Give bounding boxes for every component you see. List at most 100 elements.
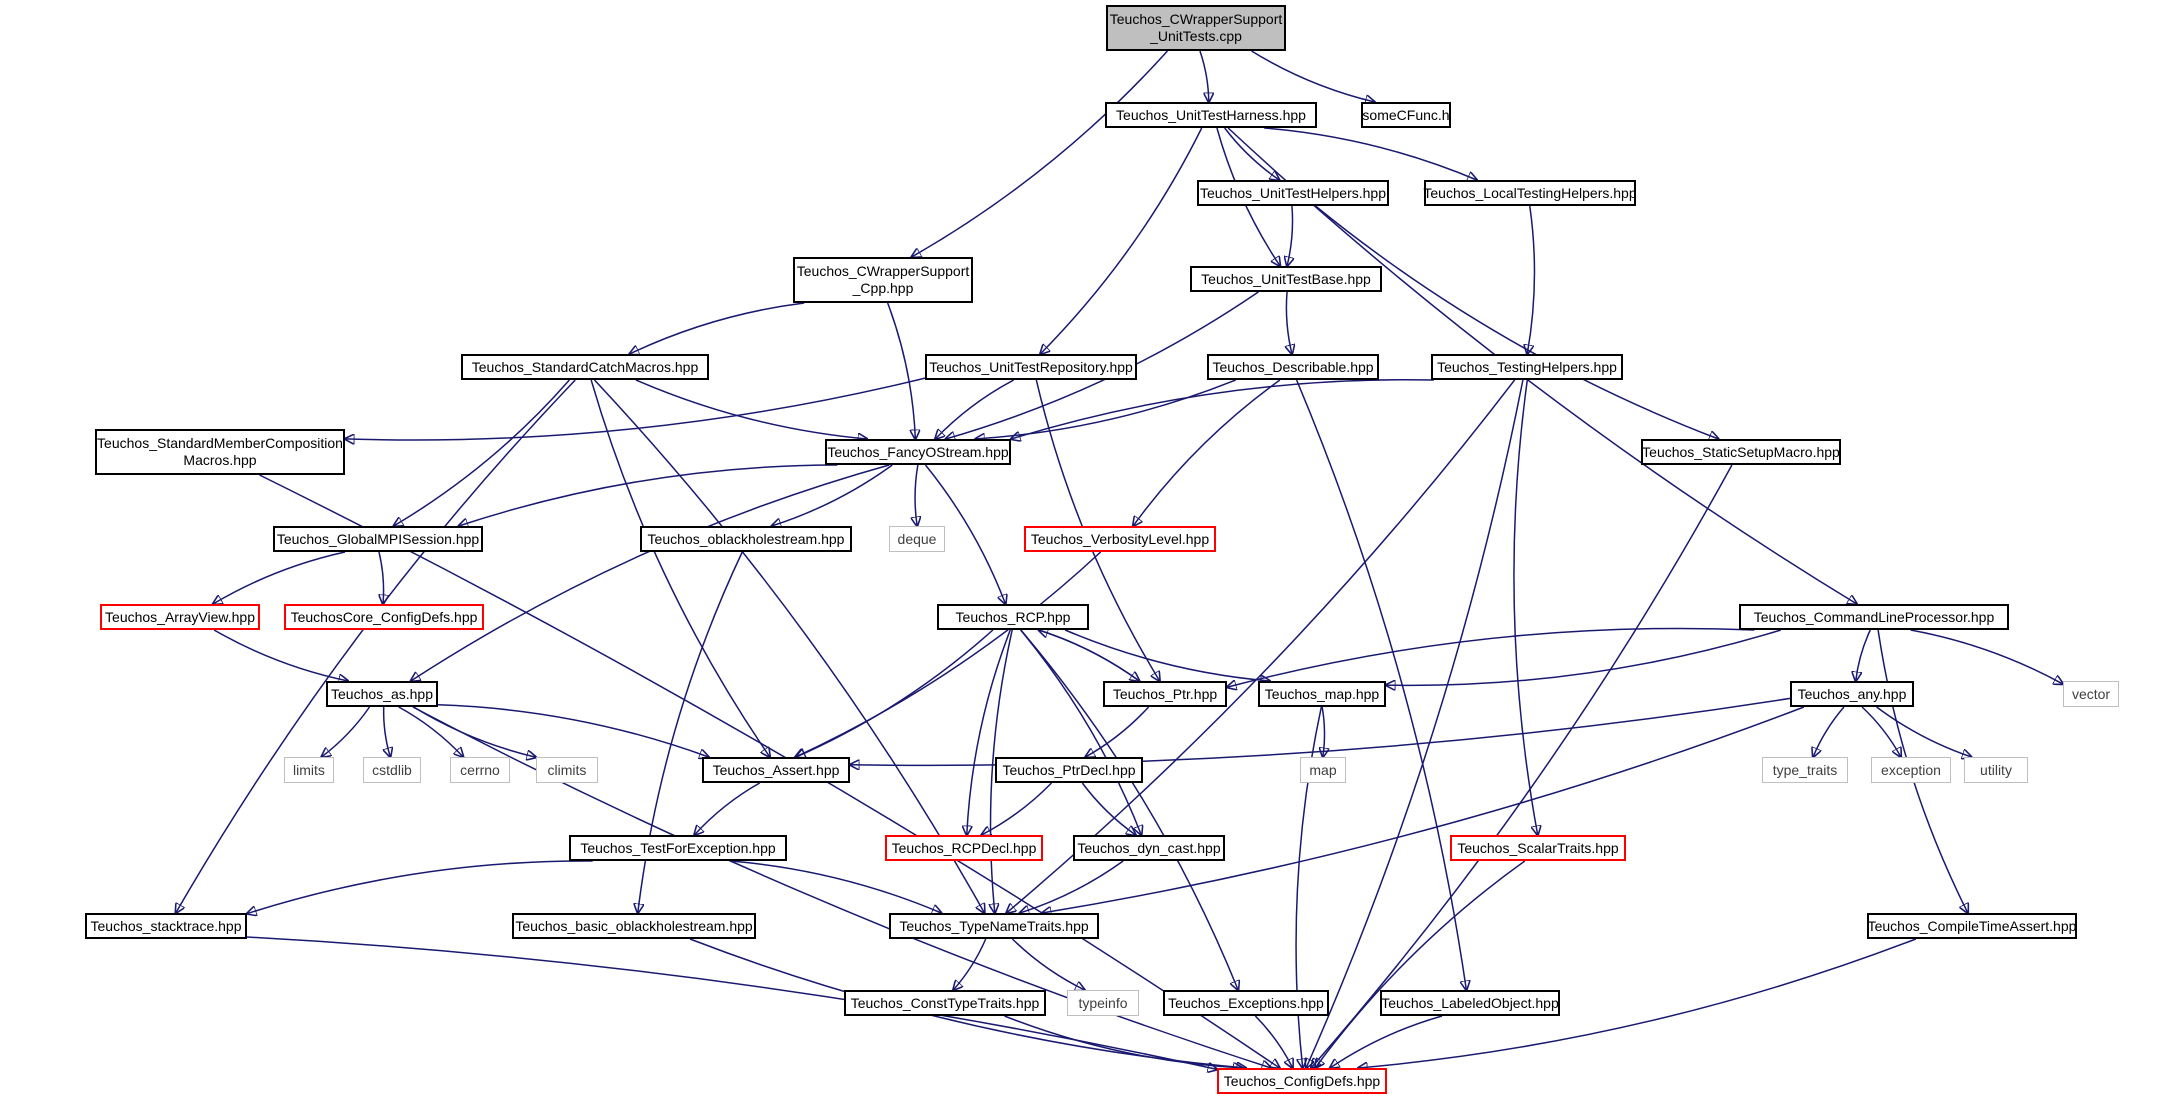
edge-map-to-mapstd	[1322, 706, 1324, 757]
edge-as-to-assert	[437, 704, 709, 757]
node-root[interactable]: Teuchos_CWrapperSupport _UnitTests.cpp	[1106, 5, 1286, 51]
node-typename[interactable]: Teuchos_TypeNameTraits.hpp	[889, 913, 1099, 939]
edge-ptr-to-ptrdecl	[1085, 706, 1150, 757]
edge-rcp-to-exceptions	[1020, 629, 1238, 990]
edge-ptrdecl-to-dyncast	[1081, 782, 1135, 835]
node-fancy[interactable]: Teuchos_FancyOStream.hpp	[825, 439, 1011, 465]
edge-typename-to-typeinfo	[1011, 938, 1084, 990]
edge-root-to-somecfunc	[1251, 50, 1375, 102]
node-any[interactable]: Teuchos_any.hpp	[1790, 681, 1914, 707]
node-utility: utility	[1964, 757, 2028, 783]
edge-verbosity-to-assert	[795, 551, 1102, 757]
node-rcp[interactable]: Teuchos_RCP.hpp	[937, 604, 1089, 630]
node-exceptions[interactable]: Teuchos_Exceptions.hpp	[1163, 990, 1329, 1016]
edge-testforexc-to-stacktrace	[247, 860, 593, 914]
node-coreconfig[interactable]: TeuchosCore_ConfigDefs.hpp	[284, 604, 484, 630]
edge-exceptions-to-configdefs	[1254, 1015, 1292, 1068]
node-arrayview[interactable]: Teuchos_ArrayView.hpp	[100, 604, 260, 630]
edge-testbase-to-describable	[1286, 291, 1292, 354]
edge-any-to-assert	[850, 697, 1791, 765]
node-basicoblack[interactable]: Teuchos_basic_oblackholestream.hpp	[512, 913, 756, 939]
node-somecfunc[interactable]: someCFunc.h	[1361, 102, 1451, 128]
edge-stdcatch-to-typename	[593, 379, 985, 913]
edge-stdcatch-to-fancy	[635, 379, 867, 439]
edge-typename-to-consttype	[953, 938, 987, 990]
edge-stdcatch-to-stacktrace	[176, 379, 576, 913]
edge-cwrapcpp-to-stdcatch	[630, 302, 805, 354]
edge-harness-to-helpers	[1224, 127, 1280, 180]
node-consttype[interactable]: Teuchos_ConstTypeTraits.hpp	[844, 990, 1046, 1016]
edge-repository-to-stdmember	[345, 377, 926, 440]
node-testbase[interactable]: Teuchos_UnitTestBase.hpp	[1190, 266, 1382, 292]
node-harness[interactable]: Teuchos_UnitTestHarness.hpp	[1105, 102, 1317, 128]
edge-cmdline-to-vector	[1910, 629, 2063, 684]
edge-rcp-to-assert	[796, 629, 994, 757]
edge-arrayview-to-as	[213, 629, 348, 681]
node-ptrdecl[interactable]: Teuchos_PtrDecl.hpp	[995, 757, 1143, 783]
edge-map-to-configdefs	[1295, 706, 1323, 1068]
node-labeled[interactable]: Teuchos_LabeledObject.hpp	[1380, 990, 1560, 1016]
edge-fancy-to-globalmpi	[459, 464, 838, 526]
node-globalmpi[interactable]: Teuchos_GlobalMPISession.hpp	[273, 526, 483, 552]
edge-assert-to-testforexc	[694, 782, 761, 835]
node-typeinfo: typeinfo	[1067, 990, 1139, 1016]
edge-describable-to-labeled	[1295, 379, 1467, 990]
node-climits: climits	[536, 757, 598, 783]
edge-rcp-to-map	[1064, 629, 1270, 681]
node-typetraits: type_traits	[1762, 757, 1848, 783]
edge-ptrdecl-to-rcpdecl	[982, 782, 1053, 835]
edge-helpers-to-testbase	[1287, 205, 1292, 266]
node-stdmember[interactable]: Teuchos_StandardMemberComposition Macros…	[95, 429, 345, 475]
node-testforexc[interactable]: Teuchos_TestForException.hpp	[569, 835, 787, 861]
node-assert[interactable]: Teuchos_Assert.hpp	[702, 757, 850, 783]
node-mapstd: map	[1300, 757, 1346, 783]
edge-testinghelpers-to-configdefs	[1306, 379, 1524, 1068]
node-cmdline[interactable]: Teuchos_CommandLineProcessor.hpp	[1739, 604, 2009, 630]
node-cstdlib: cstdlib	[363, 757, 421, 783]
node-scalartraits[interactable]: Teuchos_ScalarTraits.hpp	[1450, 835, 1626, 861]
edge-staticsetup-to-configdefs	[1311, 464, 1733, 1068]
node-ptr[interactable]: Teuchos_Ptr.hpp	[1103, 681, 1227, 707]
node-compiletime[interactable]: Teuchos_CompileTimeAssert.hpp	[1867, 913, 2077, 939]
edge-stdmember-to-configdefs	[259, 474, 1280, 1068]
edge-cmdline-to-map	[1386, 629, 1782, 685]
edge-rcp-to-typename	[991, 629, 1013, 913]
edge-any-to-utility	[1876, 706, 1972, 757]
node-oblack[interactable]: Teuchos_oblackholestream.hpp	[640, 526, 852, 552]
node-stdcatch[interactable]: Teuchos_StandardCatchMacros.hpp	[461, 354, 709, 380]
edge-stdcatch-to-globalmpi	[394, 379, 570, 526]
node-stacktrace[interactable]: Teuchos_stacktrace.hpp	[85, 913, 247, 939]
node-limits: limits	[284, 757, 334, 783]
edge-cmdline-to-ptr	[1227, 627, 1755, 687]
node-rcpdecl[interactable]: Teuchos_RCPDecl.hpp	[885, 835, 1043, 861]
edge-testinghelpers-to-scalartraits	[1513, 379, 1538, 835]
edge-describable-to-verbosity	[1133, 379, 1281, 526]
node-helpers[interactable]: Teuchos_UnitTestHelpers.hpp	[1197, 180, 1389, 206]
edge-harness-to-localtest	[1264, 127, 1477, 180]
node-as[interactable]: Teuchos_as.hpp	[326, 681, 438, 707]
edge-as-to-configdefs	[412, 706, 1271, 1068]
node-dyncast[interactable]: Teuchos_dyn_cast.hpp	[1073, 835, 1225, 861]
node-testinghelpers[interactable]: Teuchos_TestingHelpers.hpp	[1431, 354, 1623, 380]
node-repository[interactable]: Teuchos_UnitTestRepository.hpp	[925, 354, 1137, 380]
node-cwrapcpp[interactable]: Teuchos_CWrapperSupport _Cpp.hpp	[793, 257, 973, 303]
edge-fancy-to-rcp	[924, 464, 1005, 604]
node-localtest[interactable]: Teuchos_LocalTestingHelpers.hpp	[1423, 180, 1637, 206]
edge-compiletime-to-configdefs	[1358, 938, 1917, 1068]
edge-harness-to-repository	[1040, 127, 1203, 354]
edge-testforexc-to-typename	[730, 860, 942, 913]
edge-any-to-typetraits	[1813, 706, 1845, 757]
edge-fancy-to-deque	[915, 464, 918, 526]
edge-localtest-to-testinghelpers	[1527, 205, 1536, 354]
edge-consttype-to-configdefs	[1004, 1015, 1243, 1068]
edge-oblack-to-basicoblack	[638, 551, 743, 913]
node-configdefs[interactable]: Teuchos_ConfigDefs.hpp	[1217, 1068, 1387, 1094]
node-describable[interactable]: Teuchos_Describable.hpp	[1207, 354, 1379, 380]
node-map[interactable]: Teuchos_map.hpp	[1258, 681, 1386, 707]
node-staticsetup[interactable]: Teuchos_StaticSetupMacro.hpp	[1641, 439, 1841, 465]
edge-globalmpi-to-coreconfig	[379, 551, 384, 604]
node-verbosity[interactable]: Teuchos_VerbosityLevel.hpp	[1024, 526, 1216, 552]
edge-as-to-cerrno	[398, 706, 463, 757]
edge-ptr-to-rcp	[1039, 630, 1140, 682]
